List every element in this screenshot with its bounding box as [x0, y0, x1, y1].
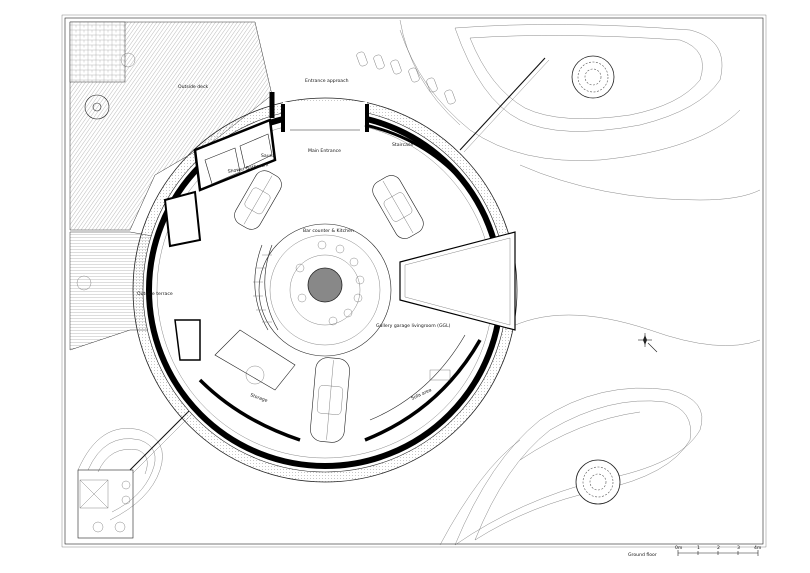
access-lines [129, 57, 550, 474]
label-outside-deck: Outside deck [178, 84, 208, 90]
label-sauna: Sauna [261, 153, 276, 159]
staircase-stairs [253, 244, 279, 331]
car-right [372, 175, 424, 239]
label-entrance-approach: Entrance approach [305, 78, 349, 84]
bar-stools [295, 240, 365, 326]
circular-building [132, 97, 518, 483]
label-staircase: Staircase [392, 142, 413, 148]
plan-title: Ground floor [628, 552, 657, 558]
label-main-entrance: Main Entrance [308, 148, 341, 154]
label-bar-counter: Bar counter & Kitchen [303, 228, 354, 234]
scale-tick: 0m [675, 545, 683, 551]
north-arrow-icon [638, 333, 658, 353]
west-rooms [163, 92, 277, 361]
car-top [234, 170, 282, 230]
car-bottom [310, 357, 350, 443]
scale-tick: 2 [717, 545, 720, 551]
tree-icon [575, 459, 621, 505]
scale-tick: 4m [754, 545, 762, 551]
landscape-paths [77, 19, 761, 546]
title-block: Ground floor 0m 1 2 3 4m [628, 545, 762, 558]
partition-walls [198, 123, 482, 442]
label-storage: Storage [249, 392, 268, 404]
utility-box [77, 469, 134, 539]
site-boundary [61, 14, 767, 548]
wall-openings [281, 102, 369, 132]
label-outside-terrace: Outside terrace [137, 291, 173, 297]
east-wedge [399, 231, 516, 331]
parking-marks [356, 51, 456, 105]
outside-deck [69, 21, 273, 291]
sofa-furniture [214, 329, 451, 391]
label-gallery: Gallery garage livingroom (GGL) [376, 323, 451, 329]
scale-tick: 3 [737, 545, 740, 551]
scale-tick: 1 [697, 545, 700, 551]
scale-bar: 0m 1 2 3 4m [675, 545, 762, 556]
tree-icon [571, 55, 615, 99]
